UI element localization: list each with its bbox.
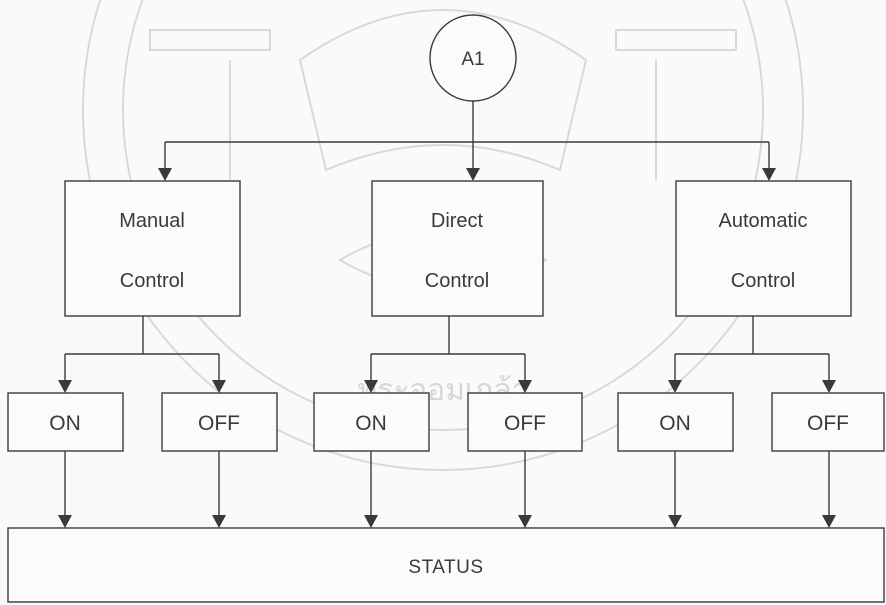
switch-direct-on-label: ON (355, 412, 387, 435)
root-node-label: A1 (461, 49, 484, 70)
top-connectors (158, 101, 776, 181)
arrow-to-direct (466, 168, 480, 181)
switch-manual-off-box (161, 392, 278, 452)
control-direct-box (371, 180, 544, 317)
switch-automatic-on-label: ON (659, 412, 691, 435)
control-direct: Direct Control (371, 180, 544, 317)
switch-manual-on-box (7, 392, 124, 452)
control-automatic-box (675, 180, 852, 317)
switch-manual-off-label: OFF (198, 412, 240, 435)
control-manual: Manual Control (64, 180, 241, 317)
control-direct-label-1: Direct (431, 210, 484, 232)
switch-manual-on-label: ON (49, 412, 81, 435)
arrow-to-automatic (762, 168, 776, 181)
status-box (7, 527, 885, 603)
switch-automatic-off-label: OFF (807, 412, 849, 435)
control-manual-label-1: Manual (119, 210, 185, 232)
switch-automatic-off-box (771, 392, 885, 452)
switch-direct-off-label: OFF (504, 412, 546, 435)
control-manual-box (64, 180, 241, 317)
control-direct-label-2: Control (425, 270, 489, 292)
switch-connectors (58, 316, 836, 393)
status-label: STATUS (408, 557, 483, 578)
root-node: A1 (429, 14, 517, 102)
control-automatic-label-1: Automatic (719, 210, 808, 232)
control-automatic-label-2: Control (731, 270, 795, 292)
control-manual-label-2: Control (120, 270, 184, 292)
arrow-to-manual (158, 168, 172, 181)
switch-direct-off-box (467, 392, 583, 452)
control-automatic: Automatic Control (675, 180, 852, 317)
status-connectors (58, 451, 836, 528)
status-block: STATUS (7, 527, 885, 603)
switch-boxes: ON OFF ON OFF ON OFF (7, 392, 885, 452)
